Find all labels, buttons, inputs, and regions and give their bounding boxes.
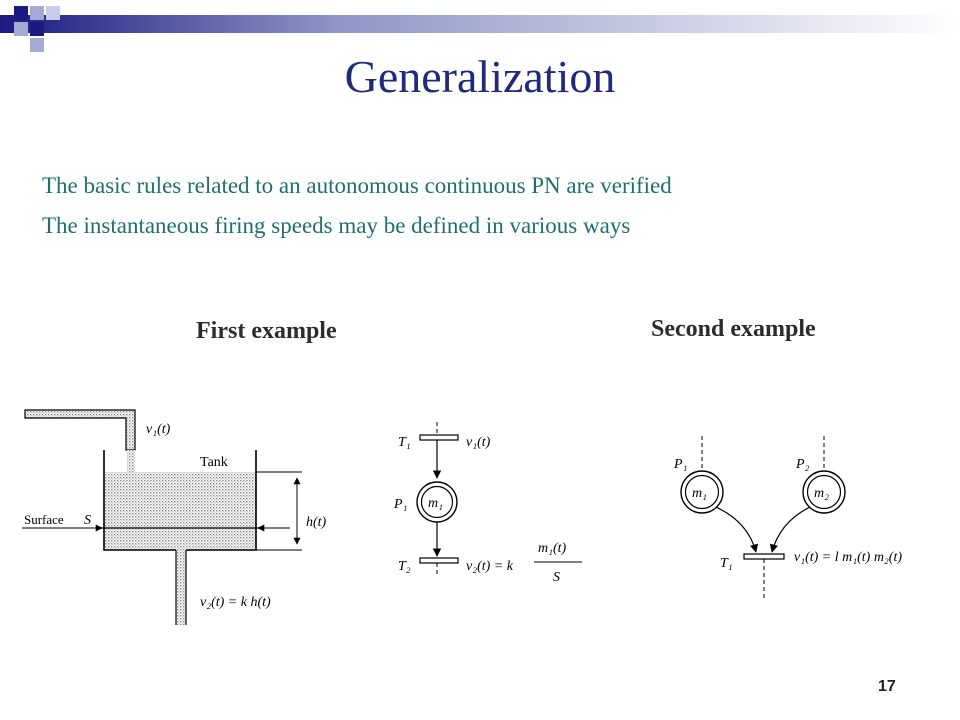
pn1-p1-label: P₁ — [393, 497, 407, 512]
transition-t1 — [743, 553, 785, 560]
inlet-pipe — [24, 409, 136, 451]
tank-v1-label: v₁(t) — [146, 422, 171, 437]
top-gradient-bar — [0, 15, 960, 33]
place-p1 — [680, 470, 724, 514]
corner-square — [30, 22, 44, 36]
bullet-item: The basic rules related to an autonomous… — [42, 173, 672, 198]
pn2-v1-label: v₁(t) = l m₁(t) m₂(t) — [794, 550, 902, 565]
pn2-m2-label: m₂ — [814, 486, 829, 501]
pn2-p1-label: P₁ — [673, 457, 687, 472]
pn2-p2-label: P₂ — [795, 457, 810, 472]
transition-t1 — [419, 434, 459, 441]
pn1-fraction-denominator: S — [553, 570, 560, 585]
corner-square — [14, 22, 28, 36]
bullet-list: The basic rules related to an autonomous… — [42, 166, 672, 246]
pn1-m1-label: m₁ — [428, 496, 443, 511]
tank-diagram: v₁(t) Tank h(t) Surface S v₂(t) = k h(t) — [22, 409, 327, 625]
place-p1-inner — [684, 474, 720, 510]
first-example-label: First example — [196, 318, 337, 344]
tank-liquid — [104, 472, 256, 550]
surface-label: Surface — [24, 512, 64, 527]
corner-square — [30, 38, 44, 52]
tank-h-label: h(t) — [306, 515, 327, 530]
bullet-item: The instantaneous firing speeds may be d… — [42, 213, 631, 238]
corner-square — [46, 6, 60, 20]
tank-label: Tank — [200, 455, 228, 470]
place-p1-inner — [420, 485, 454, 519]
corner-square — [30, 6, 44, 20]
petri-net-first: T₁ v₁(t) P₁ m₁ T₂ v₂(t) = k m₁(t) S — [393, 422, 582, 585]
pn1-v2-label: v₂(t) = k — [466, 559, 514, 574]
petri-net-second: P₁ m₁ P₂ m₂ T₁ v₁(t) = l m₁(t) m₂(t) — [673, 436, 902, 600]
pn1-t2-label: T₂ — [398, 559, 411, 574]
slide-title: Generalization — [344, 51, 616, 102]
pn1-fraction-numerator: m₁(t) — [538, 541, 567, 556]
corner-square — [14, 6, 28, 20]
second-example-label: Second example — [651, 316, 816, 342]
surface-symbol: S — [84, 513, 91, 528]
tank-v2-label: v₂(t) = k h(t) — [200, 595, 271, 610]
diagrams-area: v₁(t) Tank h(t) Surface S v₂(t) = k h(t)… — [22, 409, 902, 625]
pn1-v1-label: v₁(t) — [466, 435, 491, 450]
arc-p1-t1 — [715, 506, 759, 553]
inflow-stream — [127, 450, 135, 472]
pn1-t1-label: T₁ — [398, 435, 411, 450]
pn2-t1-label: T₁ — [720, 556, 733, 571]
top-decoration-bar — [0, 6, 960, 52]
arc-p2-t1 — [769, 506, 811, 553]
transition-t2 — [419, 557, 459, 564]
pn2-m1-label: m₁ — [692, 486, 707, 501]
place-p2 — [802, 470, 846, 514]
page-number: 17 — [878, 678, 896, 695]
place-p2-inner — [806, 474, 842, 510]
outlet-pipe — [176, 550, 186, 625]
